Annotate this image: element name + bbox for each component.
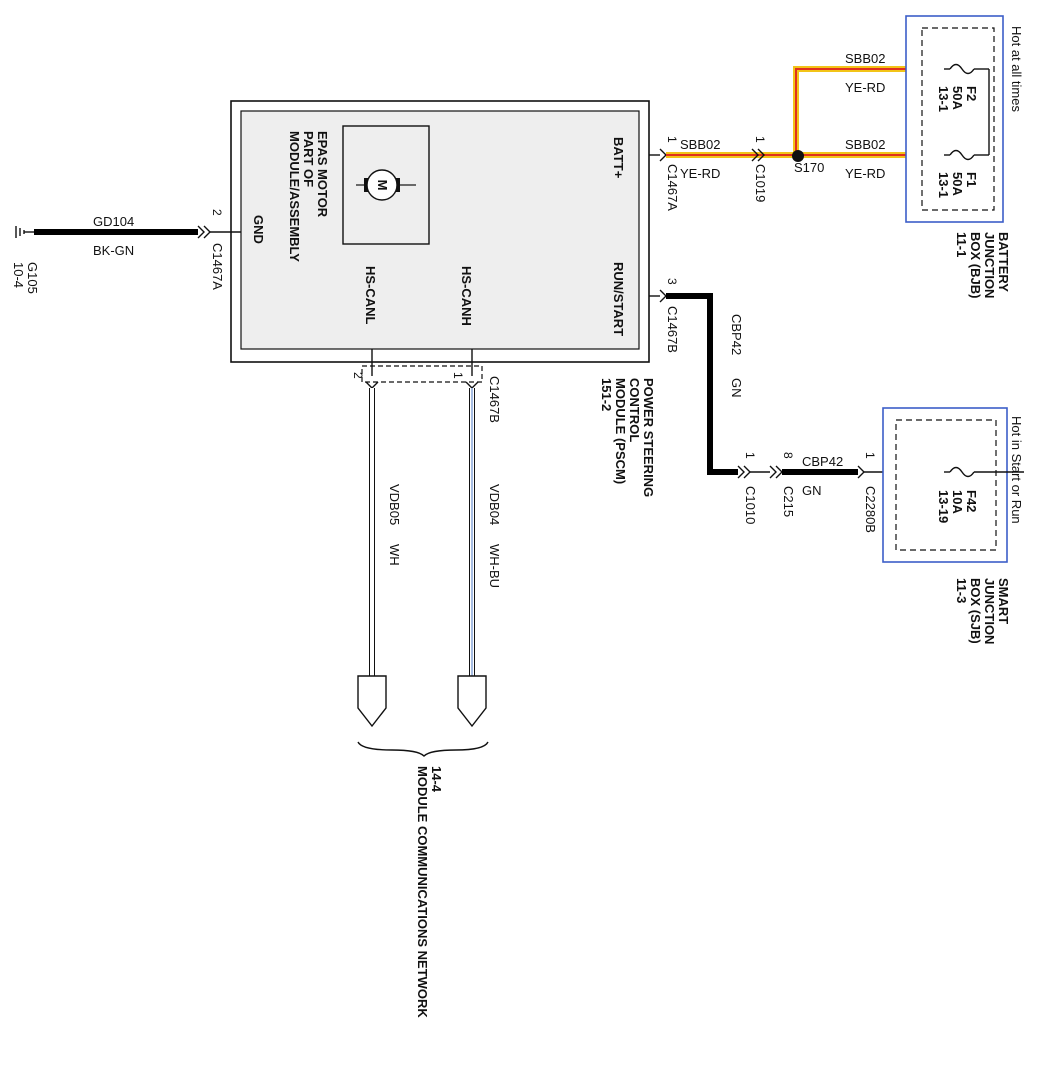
motor-caption-line-3: MODULE/ASSEMBLY bbox=[287, 131, 302, 262]
can-connector: C1467B bbox=[487, 376, 502, 423]
sbb02-color-f2: YE-RD bbox=[845, 80, 885, 95]
cbp42-circuit-horizontal: CBP42 bbox=[802, 454, 843, 469]
splice-s170: S170 bbox=[794, 160, 824, 175]
sjb-name-line-2: JUNCTION bbox=[982, 578, 997, 644]
fuse-symbol-icon bbox=[944, 63, 989, 75]
fuse-symbol-icon bbox=[944, 466, 1024, 478]
connector-chevron-icon bbox=[857, 465, 865, 479]
motor-caption-line-1: EPAS MOTOR bbox=[315, 131, 330, 218]
network-brace bbox=[357, 741, 489, 757]
vdb05-circuit: VDB05 bbox=[387, 484, 402, 525]
pin-label-run-start: RUN/START bbox=[611, 262, 626, 336]
pin-label-hs-canh: HS-CANH bbox=[459, 266, 474, 326]
epas-motor-box bbox=[342, 125, 430, 245]
c1010-connector: C1010 bbox=[743, 486, 758, 524]
vdb04-circuit: VDB04 bbox=[487, 484, 502, 525]
connector-chevron-icon bbox=[659, 289, 667, 303]
ground-pin: 2 bbox=[210, 209, 224, 216]
c1467b-can-connector bbox=[361, 365, 483, 383]
gd104-circuit: GD104 bbox=[93, 214, 134, 229]
pscm-name-line-2: CONTROL bbox=[627, 378, 642, 442]
connector-chevron-icon bbox=[737, 465, 751, 479]
network-ref: 14-4 bbox=[429, 766, 444, 793]
pin-label-hs-canl: HS-CANL bbox=[363, 266, 378, 325]
ground-connector: C1467A bbox=[210, 243, 225, 290]
ground-ref-name: G105 bbox=[25, 262, 40, 294]
sjb-name-line-1: SMART bbox=[996, 578, 1011, 624]
connector-chevron-icon bbox=[659, 148, 667, 162]
ground-ref-page: 10-4 bbox=[11, 262, 26, 288]
c1010-pin: 1 bbox=[743, 452, 757, 459]
wire-termination-arrow-icon bbox=[457, 675, 487, 728]
sjb-header: Hot in Start or Run bbox=[1009, 416, 1024, 524]
fuse-f1-name: F1 bbox=[964, 172, 979, 187]
cbp42-color-horizontal: GN bbox=[802, 483, 822, 498]
sbb02-circuit-main: SBB02 bbox=[680, 137, 720, 152]
c215-connector: C215 bbox=[781, 486, 796, 517]
bjb-name-line-4: 11-1 bbox=[954, 232, 969, 257]
sjb-name-line-4: 11-3 bbox=[954, 578, 969, 603]
connector-chevron-icon bbox=[769, 465, 783, 479]
fuse-f2-ref: 13-1 bbox=[936, 86, 951, 112]
bjb-name-line-1: BATTERY bbox=[996, 232, 1011, 292]
pin-label-gnd: GND bbox=[251, 215, 266, 244]
batt-pin: 1 bbox=[665, 136, 679, 143]
wire-sbb02-riser bbox=[793, 66, 944, 155]
sbb02-color-f1: YE-RD bbox=[845, 166, 885, 181]
pscm-name-line-4: 151-2 bbox=[599, 378, 614, 411]
fuse-f42-rating: 10A bbox=[950, 490, 965, 514]
c215-pin: 8 bbox=[781, 452, 795, 459]
ground-symbol-icon bbox=[15, 226, 34, 238]
wire-termination-arrow-icon bbox=[357, 675, 387, 728]
cbp42-circuit-vertical: CBP42 bbox=[729, 314, 744, 355]
sjb-name-line-3: BOX (SJB) bbox=[968, 578, 983, 644]
fuse-symbol-icon bbox=[944, 149, 989, 161]
pscm-name-line-1: POWER STEERING bbox=[641, 378, 656, 497]
connector-chevron-icon bbox=[365, 381, 379, 389]
cbp42-color-vertical: GN bbox=[729, 378, 744, 398]
motor-caption-line-2: PART OF bbox=[301, 131, 316, 187]
canh-pin: 1 bbox=[451, 372, 465, 379]
sjb-pin: 1 bbox=[863, 452, 877, 459]
pscm-module-inner bbox=[240, 110, 640, 350]
c1019-connector: C1019 bbox=[753, 164, 768, 202]
wire-cbp42-run bbox=[666, 293, 738, 475]
network-name: MODULE COMMUNICATIONS NETWORK bbox=[415, 766, 430, 1018]
fuse-f2-name: F2 bbox=[964, 86, 979, 101]
fuse-f42-name: F42 bbox=[964, 490, 979, 512]
batt-connector: C1467A bbox=[665, 164, 680, 211]
bjb-name-line-3: BOX (BJB) bbox=[968, 232, 983, 298]
bjb-header: Hot at all times bbox=[1009, 26, 1024, 112]
vdb04-color: WH-BU bbox=[487, 544, 502, 588]
sjb-inner-box bbox=[895, 419, 997, 551]
c1019-pin: 1 bbox=[753, 136, 767, 143]
pin-label-batt: BATT+ bbox=[611, 137, 626, 179]
motor-label: M bbox=[375, 180, 390, 191]
sbb02-circuit-f1: SBB02 bbox=[845, 137, 885, 152]
vdb05-color: WH bbox=[387, 544, 402, 566]
fuse-f42-ref: 13-19 bbox=[936, 490, 951, 523]
bjb-inner-box bbox=[921, 27, 995, 211]
fuse-f1-rating: 50A bbox=[950, 172, 965, 196]
run-pin: 3 bbox=[665, 278, 679, 285]
sjb-box bbox=[882, 407, 1008, 563]
connector-chevron-icon bbox=[197, 225, 211, 239]
fuse-f1-ref: 13-1 bbox=[936, 172, 951, 198]
connector-chevron-icon bbox=[751, 148, 765, 162]
canl-pin: 2 bbox=[351, 372, 365, 379]
fuse-f2-rating: 50A bbox=[950, 86, 965, 110]
sbb02-circuit-f2: SBB02 bbox=[845, 51, 885, 66]
pscm-name-line-3: MODULE (PSCM) bbox=[613, 378, 628, 484]
run-connector: C1467B bbox=[665, 306, 680, 353]
motor-symbol-icon bbox=[356, 169, 416, 201]
sjb-connector: C2280B bbox=[863, 486, 878, 533]
connector-chevron-icon bbox=[465, 381, 479, 389]
sbb02-color-main: YE-RD bbox=[680, 166, 720, 181]
bjb-name-line-2: JUNCTION bbox=[982, 232, 997, 298]
gd104-color: BK-GN bbox=[93, 243, 134, 258]
splice-dot-icon bbox=[792, 150, 804, 162]
